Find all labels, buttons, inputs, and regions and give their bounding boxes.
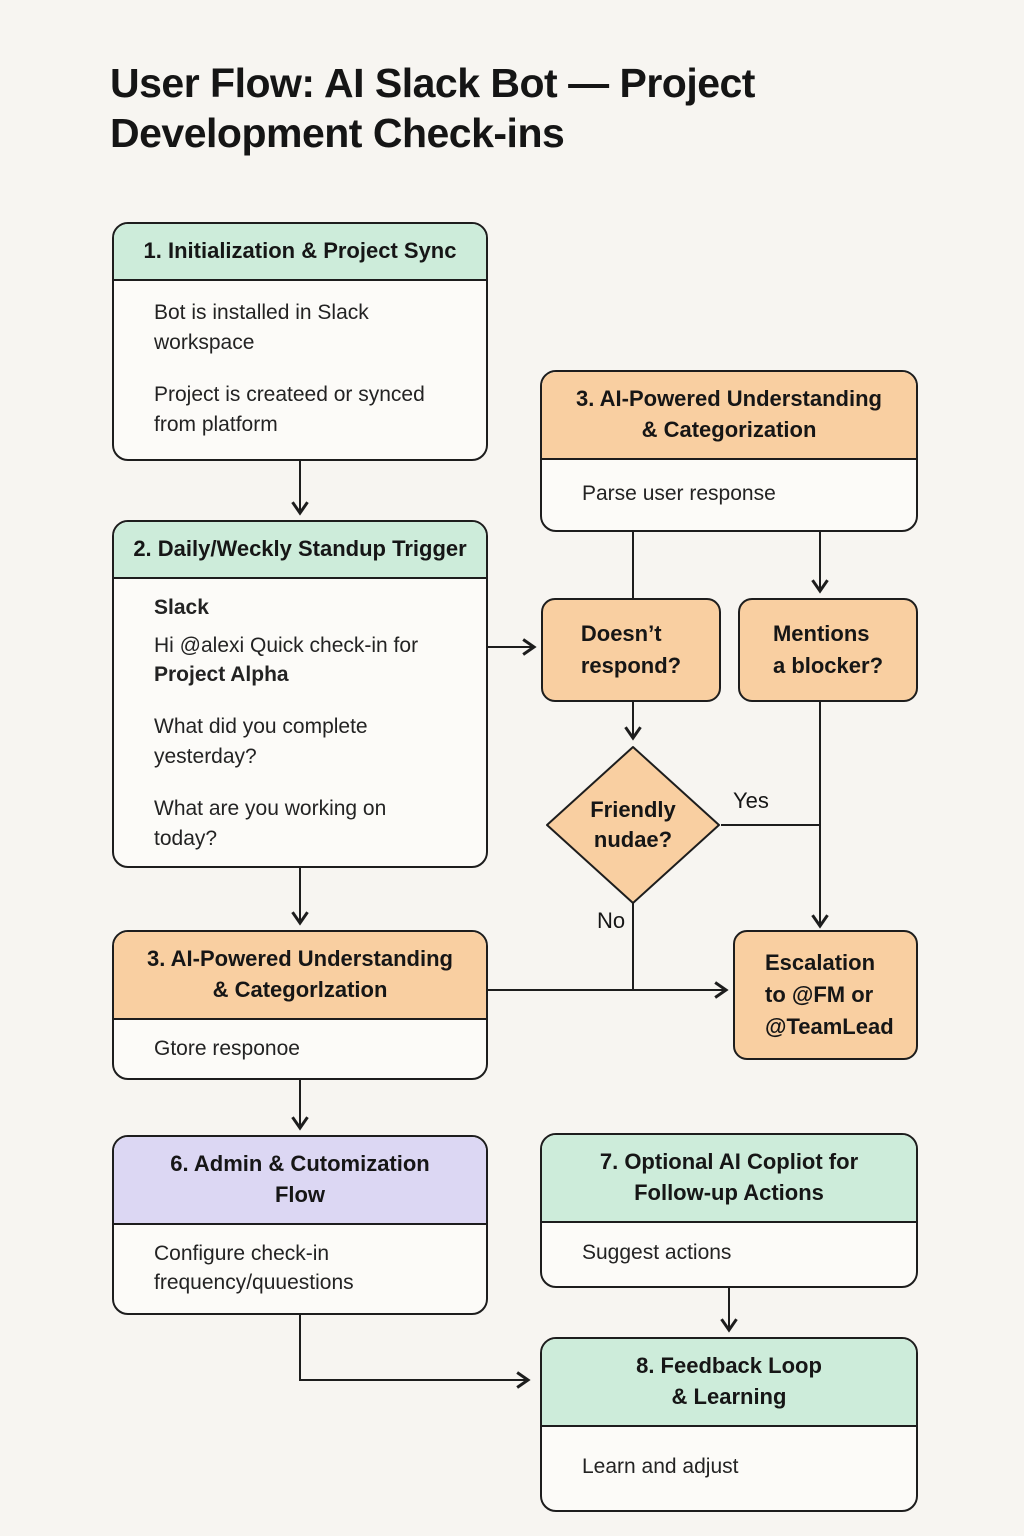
node-feedback-loop-header: 8. Feedback Loop & Learning — [542, 1339, 916, 1427]
node-standup-trigger: 2. Daily/Weckly Standup Trigger Slack Hi… — [112, 520, 488, 868]
edge-label-no: No — [597, 908, 626, 933]
node-copilot-header: 7. Optional AI Copliot for Follow-up Act… — [542, 1135, 916, 1223]
node-text: Gtore responoe — [154, 1036, 300, 1060]
node-admin-flow-header: 6. Admin & Cutomization Flow — [114, 1137, 486, 1225]
node-admin-flow: 6. Admin & Cutomization Flow Configure c… — [112, 1135, 488, 1315]
node-doesnt-respond-label: Doesn’t respond? — [580, 621, 682, 678]
node-initialization-body: Bot is installed in Slack workspace Proj… — [114, 281, 486, 459]
slack-message-line1: Hi @alexi Quick check-in for — [154, 633, 419, 657]
node-text: Project is createed or synced from platf… — [154, 382, 425, 436]
node-copilot-body: Suggest actions — [542, 1223, 916, 1286]
node-admin-flow-body: Configure check-in frequency/quuestions — [114, 1225, 486, 1313]
node-escalation: Escalation to @FM or @TeamLead — [733, 930, 918, 1060]
slack-label: Slack — [154, 595, 209, 619]
node-friendly-nudge-label: Friendly nudae? — [590, 797, 676, 852]
node-doesnt-respond: Doesn’t respond? — [541, 598, 721, 702]
node-escalation-label: Escalation to @FM or @TeamLead — [765, 950, 894, 1039]
node-ai-store: 3. AI-Powered Understanding & Categorlza… — [112, 930, 488, 1080]
node-text: Learn and adjust — [582, 1455, 739, 1479]
node-initialization: 1. Initialization & Project Sync Bot is … — [112, 222, 488, 461]
node-ai-store-header: 3. AI-Powered Understanding & Categorlza… — [114, 932, 486, 1020]
node-text: What did you complete yesterday? — [154, 715, 368, 769]
node-ai-parse-header: 3. AI-Powered Understanding & Categoriza… — [542, 372, 916, 460]
node-text: Parse user response — [582, 481, 776, 505]
node-initialization-header: 1. Initialization & Project Sync — [114, 224, 486, 281]
node-feedback-loop-body: Learn and adjust — [542, 1427, 916, 1510]
node-ai-store-body: Gtore responoe — [114, 1020, 486, 1078]
node-text: Suggest actions — [582, 1241, 732, 1265]
node-standup-trigger-header: 2. Daily/Weckly Standup Trigger — [114, 522, 486, 579]
slack-message-line2: Project Alpha — [154, 663, 289, 687]
node-text: Bot is installed in Slack workspace — [154, 301, 369, 355]
page-title: User Flow: AI Slack Bot — Project Develo… — [110, 60, 755, 157]
node-mentions-blocker-label: Mentions a blocker? — [772, 621, 884, 678]
friendly-nudge-diamond — [546, 746, 720, 904]
node-ai-parse-body: Parse user response — [542, 460, 916, 530]
node-mentions-blocker: Mentions a blocker? — [738, 598, 918, 702]
node-text: Configure check-in frequency/quuestions — [154, 1241, 354, 1295]
node-feedback-loop: 8. Feedback Loop & Learning Learn and ad… — [540, 1337, 918, 1512]
edge-label-yes: Yes — [733, 788, 769, 813]
node-copilot: 7. Optional AI Copliot for Follow-up Act… — [540, 1133, 918, 1288]
node-ai-parse: 3. AI-Powered Understanding & Categoriza… — [540, 370, 918, 532]
node-text: What are you working on today? — [154, 796, 387, 850]
edge-admin-to-feedback — [299, 1315, 531, 1389]
